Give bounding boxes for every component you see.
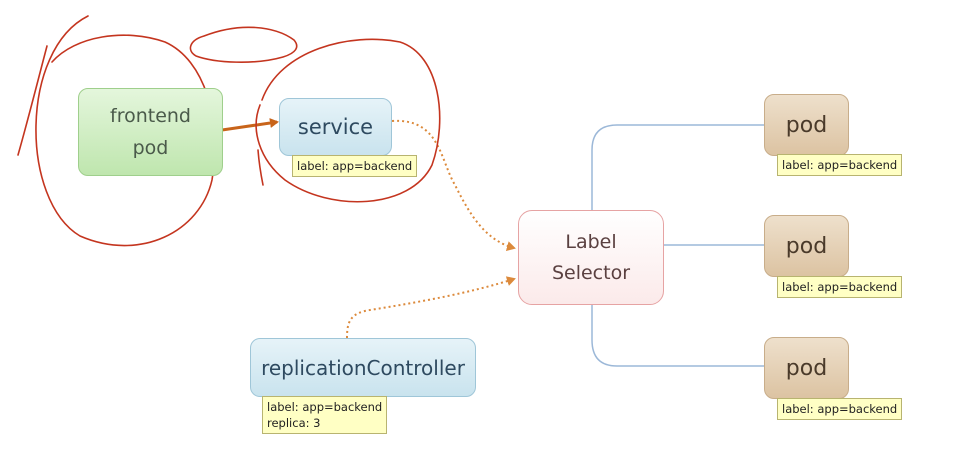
frontend-pod-label-line1: frontend <box>110 105 191 127</box>
controller-to-selector-arrow <box>346 276 516 339</box>
circle-around-frontend-pod <box>35 15 216 247</box>
stroke-left-frontend <box>17 45 48 156</box>
pod-bottom-label: pod <box>785 355 828 381</box>
pod-bottom-tag-text: label: app=backend <box>782 402 898 416</box>
replication-controller-label: replicationController <box>261 355 465 380</box>
hand-drawn-annotations <box>17 15 441 247</box>
pod-middle-label: pod <box>785 233 828 259</box>
top-loop-annotation <box>189 26 298 63</box>
circle-around-service <box>255 38 441 203</box>
frontend-pod-label-line2: pod <box>132 137 169 159</box>
service-to-selector-arrow <box>391 119 516 251</box>
pod-top-tag: label: app=backend <box>777 154 903 176</box>
selector-to-pod-bottom-line <box>591 304 764 367</box>
service-label: service <box>297 115 374 139</box>
replication-controller-node: replicationController <box>250 338 476 397</box>
replication-controller-tag-line2: replica: 3 <box>267 416 321 430</box>
label-selector-line1: Label <box>565 230 617 253</box>
replication-controller-tag-line1: label: app=backend <box>267 400 383 414</box>
selector-to-pod-top-line <box>591 124 764 210</box>
service-tag-text: label: app=backend <box>297 159 413 173</box>
replication-controller-tag: label: app=backend replica: 3 <box>262 396 388 434</box>
label-selector-line2: Selector <box>551 261 631 284</box>
pod-top-tag-text: label: app=backend <box>782 158 898 172</box>
frontend-pod-node: frontend pod <box>78 88 223 176</box>
frontend-to-service-arrow <box>221 118 279 132</box>
pod-middle-tag-text: label: app=backend <box>782 280 898 294</box>
label-selector-node: Label Selector <box>518 210 664 305</box>
pod-node-middle: pod <box>764 215 849 277</box>
pod-node-top: pod <box>764 94 849 156</box>
service-node: service <box>279 98 392 156</box>
pod-bottom-tag: label: app=backend <box>777 398 903 420</box>
service-label-tag: label: app=backend <box>292 155 418 177</box>
pod-top-label: pod <box>785 112 828 138</box>
pod-middle-tag: label: app=backend <box>777 276 903 298</box>
pod-node-bottom: pod <box>764 337 849 399</box>
stroke-left-service <box>257 149 264 186</box>
